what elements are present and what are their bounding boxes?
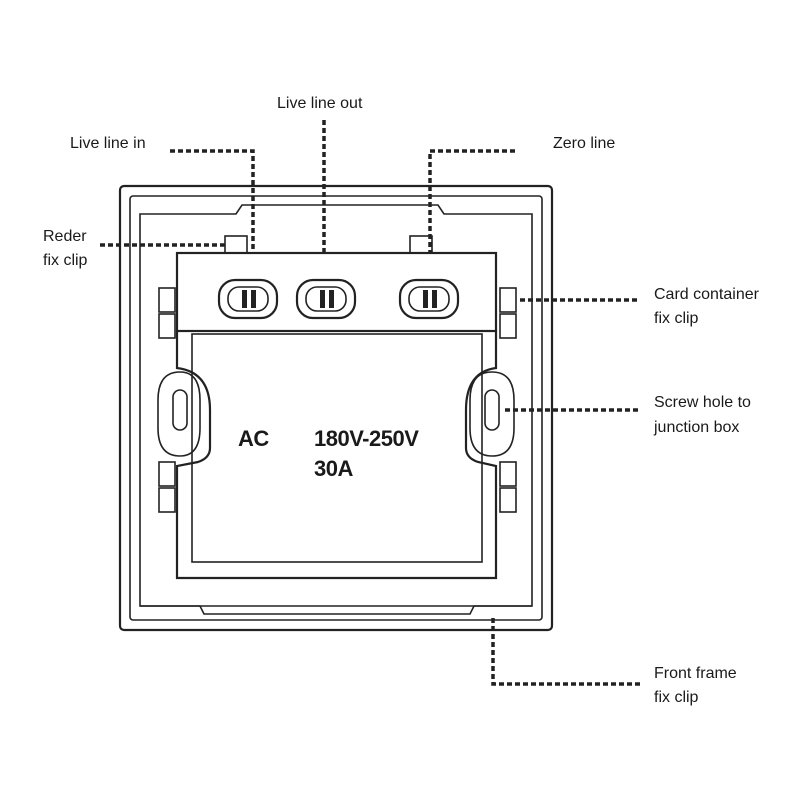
spec-current-type: AC [238,426,269,451]
screw-hole-right [469,371,515,457]
spec-voltage: 180V-250V [314,426,419,451]
label-card-container: Card container [654,286,760,303]
leader-lines [100,120,640,686]
leader-zero-line [428,149,515,253]
label-front-frame: Front frame [654,665,737,682]
leader-live-line-in [170,149,255,253]
label-card-container-fix-clip: fix clip [654,310,699,327]
front-frame [118,184,554,632]
label-live-line-out: Live line out [277,95,363,112]
label-reder-fix-clip: fix clip [43,252,88,269]
terminal-live-in [217,278,279,320]
label-junction-box: junction box [653,419,739,436]
label-reder: Reder [43,228,87,245]
right-fix-clips [499,287,517,513]
terminal-live-out [295,278,357,320]
label-zero-line: Zero line [553,135,615,152]
label-live-line-in: Live line in [70,135,146,152]
leader-front-frame [491,618,640,686]
spec-current: 30A [314,456,353,481]
terminal-zero [398,278,460,320]
label-screw-hole: Screw hole to [654,394,751,411]
label-front-frame-fix-clip: fix clip [654,689,699,706]
left-fix-clips [158,287,176,513]
screw-hole-left [157,371,201,457]
card-container [175,330,498,580]
